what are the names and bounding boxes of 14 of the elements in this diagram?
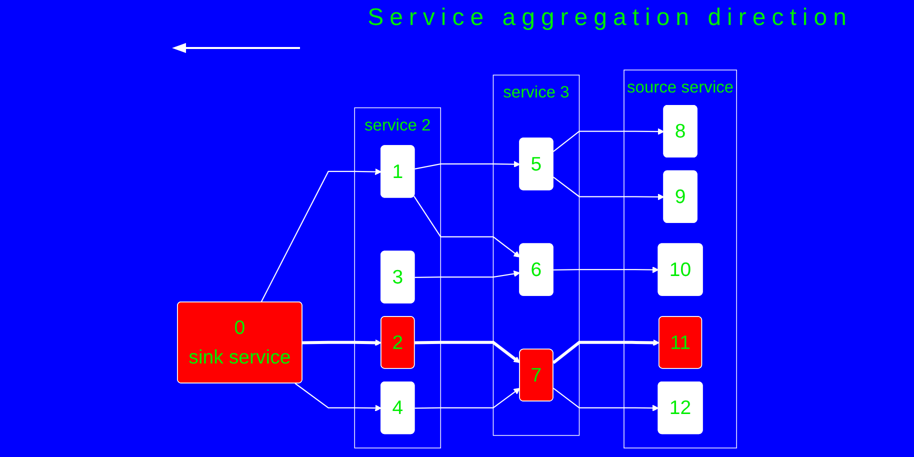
arrow: [553, 266, 659, 274]
arrow: [414, 388, 520, 409]
arrow: [414, 270, 520, 278]
arrow: [294, 382, 382, 412]
arrow: [302, 339, 382, 346]
direction-label: Service aggregation direction: [366, 4, 854, 32]
arrow: [414, 340, 520, 364]
arrow: [414, 160, 520, 170]
arrow: [552, 339, 660, 364]
arrow: [414, 196, 520, 258]
arrow: [552, 128, 664, 152]
arrow: [553, 388, 659, 412]
arrow: [553, 176, 664, 200]
arrow: [260, 168, 382, 302]
